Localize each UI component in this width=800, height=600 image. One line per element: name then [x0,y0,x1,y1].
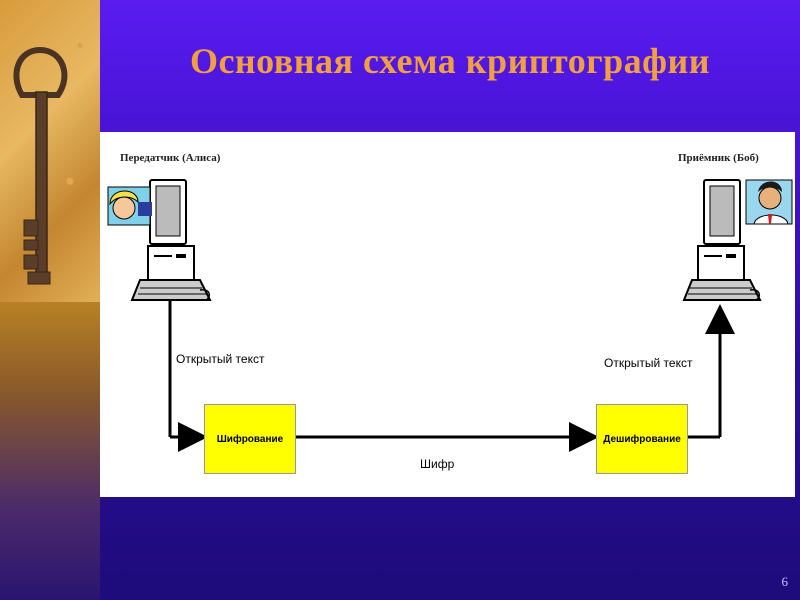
decryption-label: Дешифрование [603,433,681,445]
plaintext-label-right: Открытый текст [604,356,693,370]
slide-title: Основная схема криптографии [189,41,711,81]
diagram-lines [107,179,793,452]
key-photo [0,0,100,302]
decryption-box: Дешифрование [596,404,688,474]
page-number: 6 [781,574,789,589]
sender-computer-icon [130,179,212,301]
man-avatar-icon [745,179,793,225]
cipher-label: Шифр [420,457,455,471]
plaintext-label-left: Открытый текст [176,352,265,366]
key-icon [13,46,68,285]
encryption-box: Шифрование [204,404,296,474]
receiver-computer-icon [682,179,762,301]
encryption-label: Шифрование [216,433,284,445]
receiver-label: Приёмник (Боб) [678,152,759,164]
woman-avatar-icon [107,186,152,226]
sender-label: Передатчик (Алиса) [120,152,221,164]
crypto-diagram: Передатчик (Алиса) Приёмник (Боб) Открыт… [100,132,795,497]
